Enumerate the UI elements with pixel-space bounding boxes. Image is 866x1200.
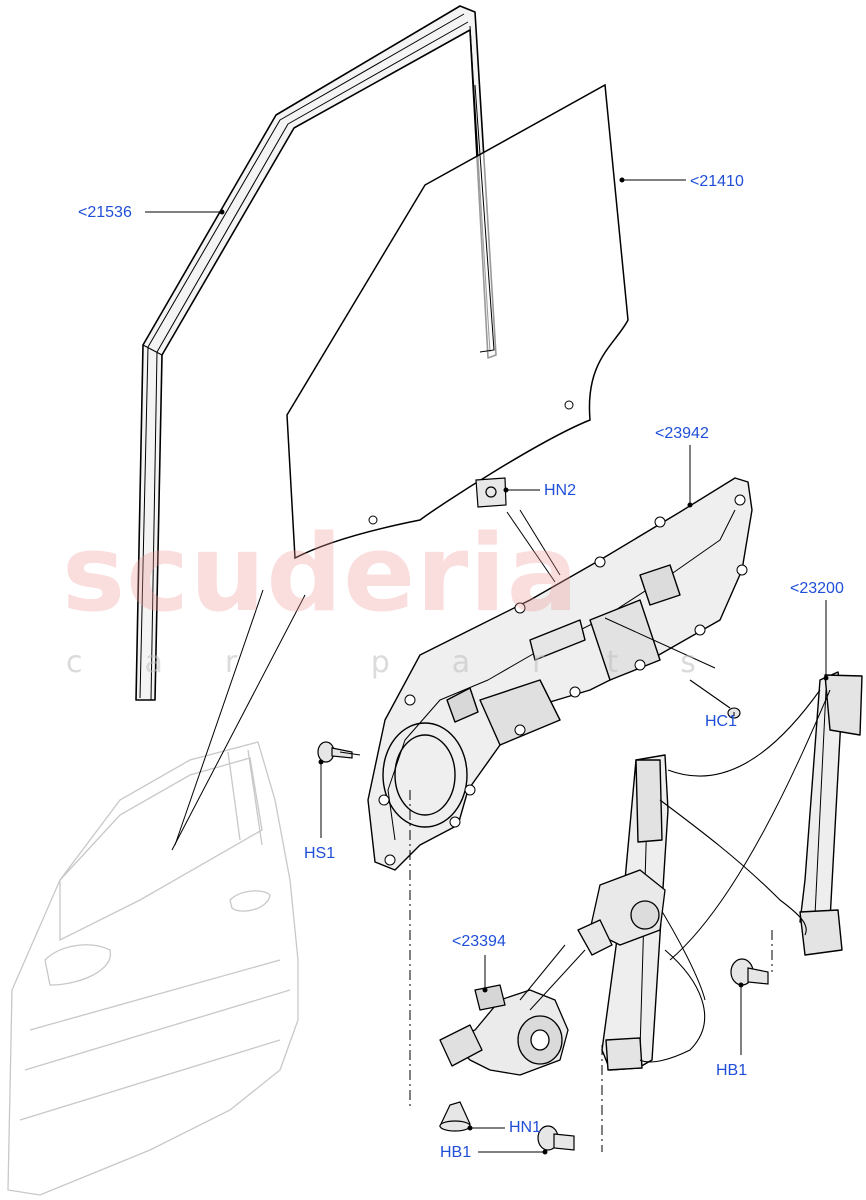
callout-hn2[interactable]: HN2: [544, 482, 577, 499]
fastener-hb1-bottom: [537, 1125, 575, 1151]
hn2-pad: [475, 477, 507, 508]
callout-23200[interactable]: <23200: [790, 580, 844, 597]
callout-hb1-right[interactable]: HB1: [716, 1062, 748, 1079]
callout-21536[interactable]: <21536: [78, 204, 132, 221]
door-module-panel: [367, 477, 753, 871]
window-glass: [286, 83, 629, 560]
callout-21410[interactable]: <21410: [690, 173, 744, 190]
fastener-hs1: [317, 741, 353, 763]
callout-hc1[interactable]: HC1: [705, 713, 738, 730]
door-shell-outline: [7, 741, 299, 1196]
leader-lines: [145, 177, 829, 1155]
watermark-tagline: car parts: [66, 645, 758, 680]
callout-23942[interactable]: <23942: [655, 425, 709, 442]
callout-hn1[interactable]: HN1: [509, 1119, 542, 1136]
window-motor: [439, 984, 569, 1076]
callout-hb1-bottom[interactable]: HB1: [440, 1144, 472, 1161]
callout-23394[interactable]: <23394: [452, 933, 506, 950]
regulator-motor-mounted: [577, 869, 666, 956]
fastener-hn1: [439, 1101, 471, 1132]
fastener-hb1-right: [730, 958, 769, 986]
callout-hs1[interactable]: HS1: [304, 845, 336, 862]
watermark-brand: scuderia: [62, 512, 580, 635]
